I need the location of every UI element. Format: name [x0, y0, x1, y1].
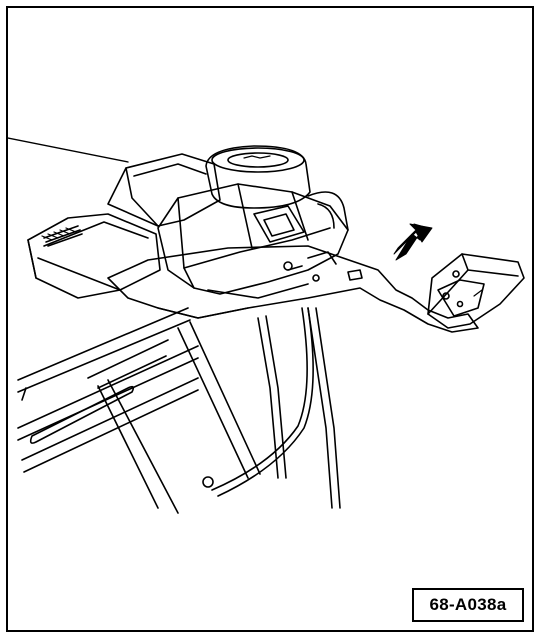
leader-line: [8, 137, 129, 163]
seat-frame-rails: [17, 307, 261, 514]
technical-illustration: [8, 137, 525, 514]
cable: [202, 307, 341, 509]
retractor-body: [107, 145, 349, 299]
figure-reference-code: 68-A038a: [412, 588, 524, 622]
right-clip: [427, 253, 525, 329]
left-housing: [27, 213, 161, 299]
figure-frame: 68-A038a: [6, 6, 534, 632]
